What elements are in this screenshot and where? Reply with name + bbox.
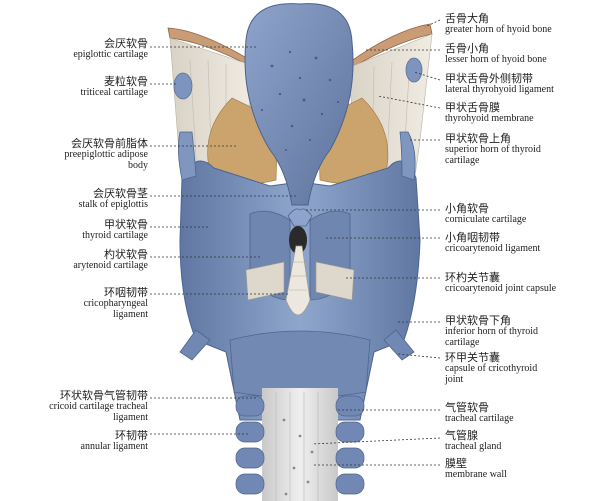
label-en: superior horn of thyroid: [445, 143, 541, 155]
label-en: cricoarytenoid joint capsule: [445, 282, 557, 294]
label-en-line2: cartilage: [445, 336, 480, 348]
label-inferior-horn-thyroid: 甲状软骨下角 inferior horn of thyroid cartilag…: [445, 315, 538, 348]
label-tracheal-cartilage: 气管软骨 tracheal cartilage: [445, 402, 514, 425]
tracheal-rings-right: [335, 395, 365, 495]
label-en: lateral thyrohyoid ligament: [445, 83, 554, 95]
cricoarytenoid-capsule-left: [245, 261, 285, 301]
label-zh: 麦粒软骨: [104, 75, 148, 88]
cricopharyngeal-ligament: [285, 245, 311, 316]
label-en: capsule of cricothyroid: [445, 362, 538, 374]
label-zh: 甲状舌骨膜: [445, 101, 500, 114]
label-zh: 杓状软骨: [104, 248, 148, 261]
label-superior-horn-thyroid: 甲状软骨上角 superior horn of thyroid cartilag…: [445, 133, 541, 166]
label-corniculate-cartilage: 小角软骨 corniculate cartilage: [445, 203, 526, 226]
label-zh: 甲状软骨: [104, 218, 148, 231]
leader-lines: [150, 19, 441, 466]
label-zh: 环状软骨气管韧带: [60, 389, 148, 402]
label-zh: 甲状软骨上角: [445, 132, 511, 145]
label-en: membrane wall: [445, 468, 507, 480]
label-en: cricopharyngeal: [83, 297, 148, 309]
label-thyroid-cartilage: 甲状软骨 thyroid cartilage: [82, 219, 148, 242]
label-zh: 舌骨大角: [445, 12, 489, 25]
epiglottis: [244, 3, 354, 206]
label-zh: 小角软骨: [445, 202, 489, 215]
label-en: thyroid cartilage: [82, 229, 148, 241]
label-en: lesser horn of hyoid bone: [445, 53, 547, 65]
label-lateral-thyrohyoid-ligament: 甲状舌骨外侧韧带 lateral thyrohyoid ligament: [445, 73, 554, 96]
label-thyrohyoid-membrane: 甲状舌骨膜 thyrohyoid membrane: [445, 102, 534, 125]
label-zh: 气管腺: [445, 429, 478, 442]
label-epiglottic-cartilage: 会厌软骨 epiglottic cartilage: [73, 38, 148, 61]
label-zh: 舌骨小角: [445, 42, 489, 55]
label-zh: 膜壁: [445, 457, 467, 470]
label-tracheal-gland: 气管腺 tracheal gland: [445, 430, 501, 453]
label-zh: 会厌软骨: [104, 37, 148, 50]
thyroid-inferior-horn-right: [383, 329, 415, 361]
label-en: tracheal cartilage: [445, 412, 514, 424]
label-en: tracheal gland: [445, 440, 502, 452]
label-zh: 会厌软骨茎: [93, 187, 148, 200]
label-greater-horn-hyoid: 舌骨大角 greater horn of hyoid bone: [445, 13, 552, 36]
label-triticeal-cartilage: 麦粒软骨 triticeal cartilage: [81, 76, 148, 99]
label-en: triticeal cartilage: [80, 86, 148, 98]
tracheal-membrane-wall: [262, 388, 338, 501]
thyroid-inferior-horn-left: [179, 329, 211, 361]
label-en: preepiglottic adipose: [64, 148, 148, 160]
label-arytenoid-cartilage: 杓状软骨 arytenoid cartilage: [73, 249, 148, 272]
label-en: stalk of epiglottis: [78, 198, 148, 210]
label-en-line2: body: [128, 159, 148, 171]
label-en: greater horn of hyoid bone: [445, 23, 552, 35]
label-zh: 气管软骨: [445, 401, 489, 414]
label-en: corniculate cartilage: [445, 213, 527, 225]
label-zh: 环甲关节囊: [445, 351, 500, 364]
label-annular-ligament: 环韧带 annular ligament: [81, 430, 148, 453]
label-membrane-wall: 膜壁 membrane wall: [445, 458, 507, 481]
label-en: annular ligament: [80, 440, 148, 452]
label-stalk-of-epiglottis: 会厌软骨茎 stalk of epiglottis: [79, 188, 148, 211]
label-en: arytenoid cartilage: [73, 259, 148, 271]
label-en: inferior horn of thyroid: [445, 325, 539, 337]
label-zh: 会厌软骨前脂体: [71, 137, 148, 150]
tracheal-rings-left: [235, 395, 265, 495]
triticeal-cartilage-left: [173, 72, 193, 100]
label-en: epiglottic cartilage: [73, 48, 148, 60]
label-cricopharyngeal-ligament: 环咽韧带 cricopharyngeal ligament: [84, 287, 148, 320]
label-en-line2: cartilage: [445, 154, 480, 166]
label-en: cricoid cartilage tracheal: [49, 400, 148, 412]
label-zh: 环杓关节囊: [445, 271, 500, 284]
label-lesser-horn-hyoid: 舌骨小角 lesser horn of hyoid bone: [445, 43, 547, 66]
label-zh: 甲状软骨下角: [445, 314, 511, 327]
label-preepiglottic-adipose-body: 会厌软骨前脂体 preepiglottic adipose body: [64, 138, 148, 171]
label-zh: 甲状舌骨外侧韧带: [445, 72, 533, 85]
label-cricoid-tracheal-ligament: 环状软骨气管韧带 cricoid cartilage tracheal liga…: [49, 390, 148, 423]
cricoarytenoid-capsule-right: [315, 261, 355, 301]
label-cricoarytenoid-ligament: 小角咽韧带 cricoarytenoid ligament: [445, 232, 540, 255]
label-cricoarytenoid-joint-capsule: 环杓关节囊 cricoarytenoid joint capsule: [445, 272, 556, 295]
thyroid-superior-horn-right: [399, 131, 416, 181]
label-cricothyroid-joint-capsule: 环甲关节囊 capsule of cricothyroid joint: [445, 352, 537, 385]
triticeal-cartilage-right: [405, 57, 423, 83]
corniculate-cartilage: [287, 208, 313, 227]
label-en-line2: ligament: [113, 411, 148, 423]
label-en-line2: ligament: [113, 308, 148, 320]
label-zh: 环咽韧带: [104, 286, 148, 299]
label-en-line2: joint: [445, 373, 464, 385]
label-zh: 环韧带: [115, 429, 148, 442]
label-en: cricoarytenoid ligament: [445, 242, 541, 254]
cricoid-lamina: [229, 330, 371, 399]
label-zh: 小角咽韧带: [445, 231, 500, 244]
label-en: thyrohyoid membrane: [445, 112, 534, 124]
thyroid-superior-horn-left: [178, 131, 197, 181]
